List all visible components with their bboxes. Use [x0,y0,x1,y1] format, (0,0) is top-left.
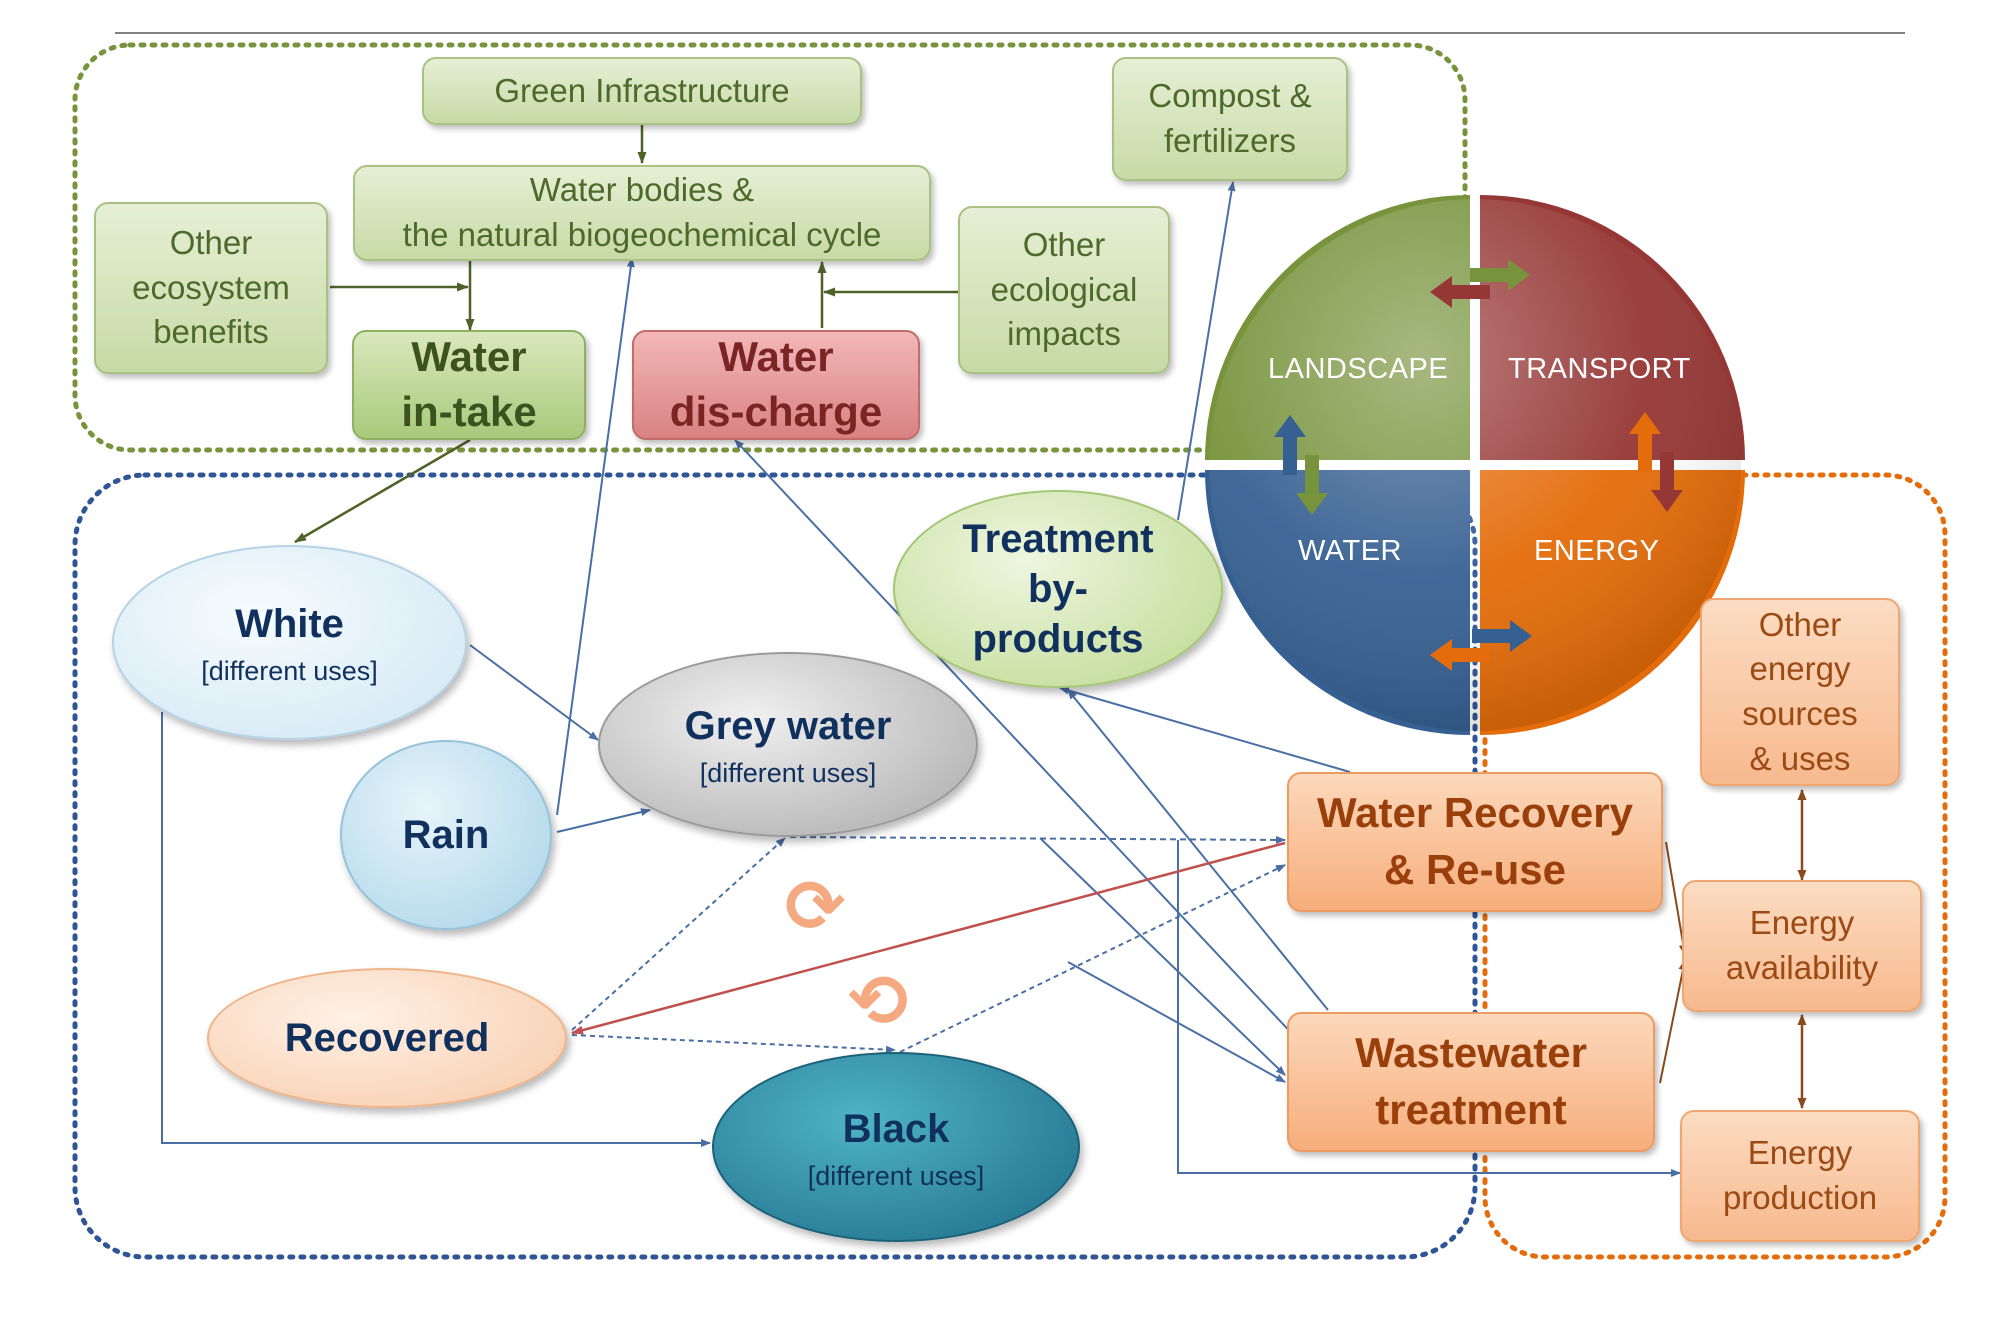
cycle-arrow-icon: ⟲ [848,959,909,1043]
other-energy-line-2: energy [1749,650,1851,688]
arrow-recovered-to-grey [571,837,786,1031]
water-bodies-line-2: the natural biogeochemical cycle [402,216,882,253]
quadrant-label-energy: ENERGY [1534,535,1660,567]
grey-water-ellipse: Grey water [different uses] [598,652,978,837]
compost-fertilizers-line-2: fertilizers [1163,122,1297,159]
quadrant-label-landscape: LANDSCAPE [1268,353,1449,385]
black-water-title: Black [842,1106,950,1151]
treatment-byproducts-line-2: by- [1028,567,1088,611]
quadrant-label-transport: TRANSPORT [1508,353,1691,385]
green-infrastructure-label: Green Infrastructure [494,71,790,109]
arrow-compost-line [1177,840,1681,1177]
water-region-border [72,472,1478,1260]
arrow-wastewater-to-energy [1659,959,1688,1084]
arrow-landscape-transport [1430,259,1530,308]
grey-water-title: Grey water [684,704,892,748]
treatment-byproducts-line-1: Treatment [962,517,1154,561]
other-ecological-impacts-line-2: ecological [990,270,1138,308]
black-water-ellipse: Black [different uses] [712,1052,1080,1242]
arrow-recovered-to-black [571,1034,896,1054]
rain-title: Rain [402,813,490,857]
arrow-recovery-to-treatment [1059,686,1351,773]
other-ecological-impacts-line-3: impacts [1007,315,1121,353]
arrow-rain-to-grey [556,808,651,833]
compost-fertilizers-box: Compost & fertilizers [1112,57,1348,181]
arrow-water-energy [1430,620,1532,671]
white-water-subtitle: [different uses] [201,656,378,686]
cycle-arrow-icon: ⟳ [785,864,846,948]
energy-availability-box: Energy availability [1682,880,1922,1012]
arrow-transport-energy [1629,412,1683,512]
water-recovery-line-2: & Re-use [1383,846,1567,893]
arrow-black-to-wastewater [1067,961,1286,1083]
water-intake-line-2: in-take [401,388,537,435]
water-bodies-box: Water bodies & the natural biogeochemica… [353,165,931,261]
water-discharge-box: Water dis-charge [632,330,920,440]
ecosystem-region-border [72,42,1468,453]
other-ecosystem-benefits-line-3: benefits [153,313,269,351]
water-discharge-line-1: Water [718,333,834,381]
water-intake-line-1: Water [411,333,527,381]
water-recovery-line-1: Water Recovery [1317,789,1633,837]
wastewater-treatment-line-1: Wastewater [1355,1029,1587,1077]
arrow-grey-to-recovery [789,835,1286,844]
water-recovery-box: Water Recovery & Re-use [1287,772,1663,912]
arrow-white-to-black [161,712,711,1147]
rain-ellipse: Rain [340,740,552,930]
arrow-recovery-to-energy [1665,841,1688,956]
arrow-recovery-to-recovered [571,841,1286,1035]
other-ecosystem-benefits-line-1: Other [169,224,253,262]
other-ecological-impacts-line-1: Other [1022,226,1106,264]
other-ecosystem-benefits-box: Other ecosystem benefits [94,202,328,374]
white-water-title: White [235,602,344,646]
treatment-byproducts-ellipse: Treatment by- products [893,490,1223,688]
arrow-intake-to-white [294,438,471,544]
grey-water-subtitle: [different uses] [699,758,877,788]
arrow-treatment-to-compost [1177,181,1236,521]
arrow-white-to-grey [469,644,599,741]
arrow-rain-to-water-bodies [556,257,635,816]
energy-availability-line-2: availability [1725,949,1879,986]
energy-availability-line-1: Energy [1749,904,1855,942]
recovered-title: Recovered [284,1016,490,1060]
wastewater-treatment-box: Wastewater treatment [1287,1012,1655,1152]
energy-production-box: Energy production [1680,1110,1920,1242]
other-ecological-impacts-box: Other ecological impacts [958,206,1170,374]
water-bodies-line-1: Water bodies & [529,171,755,209]
other-energy-box: Other energy sources & uses [1700,598,1900,786]
arrow-grey-to-wastewater [1039,837,1286,1076]
black-water-subtitle: [different uses] [807,1160,985,1191]
arrow-landscape-water [1274,415,1328,515]
arrow-wastewater-to-discharge [734,439,1313,1056]
compost-fertilizers-line-1: Compost & [1148,77,1312,115]
treatment-byproducts-line-3: products [972,617,1144,661]
other-energy-line-1: Other [1758,605,1842,643]
green-infrastructure-box: Green Infrastructure [422,57,862,125]
other-energy-line-3: sources [1742,695,1858,732]
white-water-ellipse: White [different uses] [112,545,467,740]
other-ecosystem-benefits-line-2: ecosystem [132,268,290,306]
quadrant-circle [1205,195,1745,735]
arrow-wastewater-to-treatment [1067,689,1329,1011]
quadrant-label-water: WATER [1298,535,1402,567]
water-discharge-line-2: dis-charge [669,388,883,435]
recovered-ellipse: Recovered [207,968,567,1108]
water-intake-box: Water in-take [352,330,586,440]
other-energy-line-4: & uses [1749,739,1851,777]
energy-production-line-1: Energy [1747,1134,1853,1172]
energy-production-line-2: production [1722,1179,1878,1216]
wastewater-treatment-line-2: treatment [1375,1086,1567,1133]
